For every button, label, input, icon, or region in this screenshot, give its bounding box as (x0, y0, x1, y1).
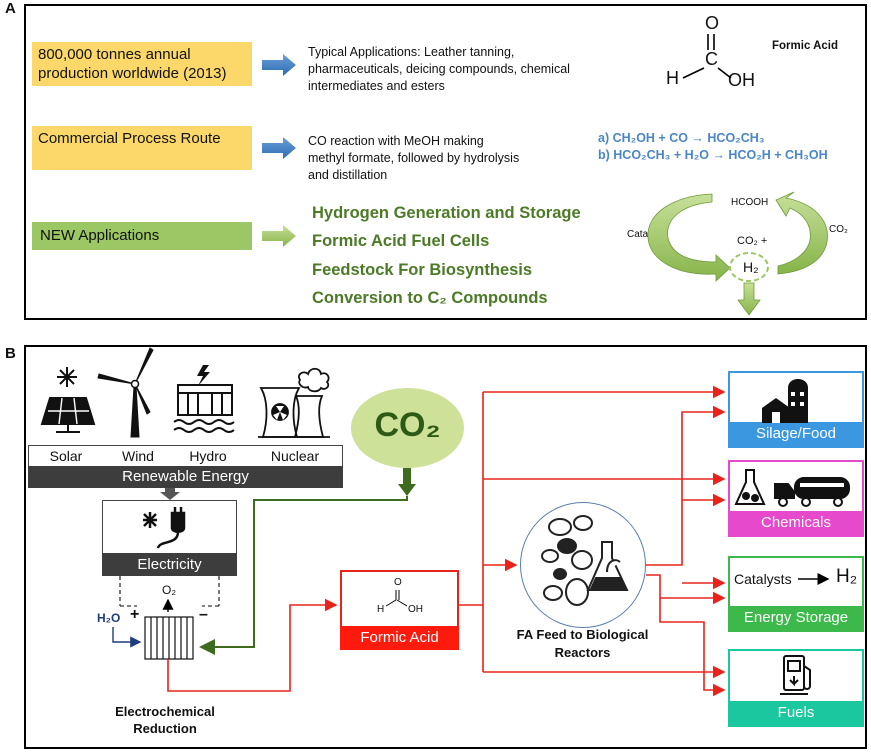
cycle-hcooh-label: HCOOH (731, 197, 769, 208)
h2o-input-line (112, 627, 142, 648)
cycle-h2-label: H₂ (743, 259, 759, 275)
output-fuels-label: Fuels (730, 701, 862, 725)
electrode-wires (119, 576, 220, 607)
cycle-co2-plus-label: CO₂ + (737, 235, 768, 247)
source-hydro-label: Hydro (189, 448, 227, 464)
panel-a (24, 4, 867, 320)
fa-feed-label: FA Feed to Biological Reactors (516, 627, 649, 660)
cycle-co2-label: CO₂ (829, 224, 848, 235)
renewable-energy-bar: Renewable Energy (28, 466, 343, 488)
fa-b-atom-oh: OH (408, 604, 423, 615)
new-app-item-3: Feedstock For Biosynthesis (312, 261, 533, 279)
arrow-co2-down-icon (398, 468, 416, 496)
arrow-new-apps-icon (262, 225, 296, 247)
hydro-icon (173, 365, 235, 433)
bioreactor-circle (520, 502, 646, 628)
minus-electrode-label: – (199, 606, 208, 623)
arrow-production-icon (262, 54, 296, 76)
co2-feed-line (199, 496, 408, 655)
arrow-process-icon (262, 137, 296, 159)
co2-ellipse (351, 388, 464, 468)
output-chemicals-label: Chemicals (730, 511, 862, 535)
process-box: Commercial Process Route (32, 126, 252, 170)
fa-atom-o-top: O (705, 13, 720, 33)
plus-electrode-label: + (130, 606, 140, 623)
process-text: CO reaction with MeOH making methyl form… (308, 134, 520, 182)
formic-acid-b-structure-icon (385, 590, 408, 607)
fa-atom-c: C (705, 49, 718, 69)
reaction-a: a) CH₂OH + CO → HCO₂CH₃ (598, 131, 765, 145)
new-app-item-4: Conversion to C₂ Compounds (312, 289, 548, 307)
fa-b-atom-h: H (377, 604, 385, 615)
panel-b-label: B (5, 345, 16, 362)
o2-label: O₂ (162, 583, 176, 597)
electricity-label: Electricity (102, 553, 237, 576)
new-app-item-2: Formic Acid Fuel Cells (312, 232, 490, 250)
electrolyzer-cell-icon (144, 616, 194, 660)
arrow-renewable-to-electricity-icon (160, 488, 180, 500)
formic-acid-structure-icon (682, 34, 732, 79)
h2o-label: H₂O (97, 611, 121, 625)
output-energy-storage-box: Energy Storage (728, 556, 864, 632)
fa-b-atom-o: O (394, 577, 402, 588)
source-solar-label: Solar (49, 448, 83, 464)
output-energy-storage-label: Energy Storage (730, 606, 862, 630)
panel-a-label: A (5, 0, 16, 17)
nuclear-plant-icon (258, 367, 330, 438)
new-applications-box: NEW Applications (32, 222, 252, 250)
applications-text: Typical Applications: Leather tanning, p… (308, 45, 570, 93)
plug-icon (143, 507, 186, 549)
barn-silo-icon (762, 379, 808, 423)
electrochemical-reduction-label: Electrochemical Reduction (115, 704, 215, 736)
microbes-flask-icon (541, 515, 629, 606)
reaction-b: b) HCO₂CH₃ + H₂O → HCO₂H + CH₃OH (598, 148, 828, 162)
co2-ellipse-label: CO₂ (374, 406, 441, 444)
new-app-item-1: Hydrogen Generation and Storage (312, 204, 581, 222)
formic-acid-label: Formic Acid (772, 40, 839, 52)
source-nuclear-label: Nuclear (270, 448, 320, 464)
energy-storage-catalysts-text: Catalysts (734, 571, 792, 587)
panel-b (24, 345, 867, 749)
production-box: 800,000 tonnes annual production worldwi… (32, 42, 252, 86)
flask-tanker-icon (734, 469, 850, 507)
red-flow-lines (167, 385, 726, 697)
wind-turbine-icon (97, 347, 154, 438)
catalytic-cycle-icon (647, 191, 828, 316)
formic-acid-label: Formic Acid (340, 626, 459, 650)
output-silage-food-label: Silage/Food (730, 422, 862, 446)
source-wind-label: Wind (122, 448, 154, 464)
fa-atom-h: H (666, 68, 679, 88)
fa-atom-oh: OH (728, 70, 755, 90)
fuel-pump-icon (780, 655, 811, 695)
energy-storage-h2-text: H₂ (836, 566, 858, 587)
solar-icon (40, 367, 96, 433)
